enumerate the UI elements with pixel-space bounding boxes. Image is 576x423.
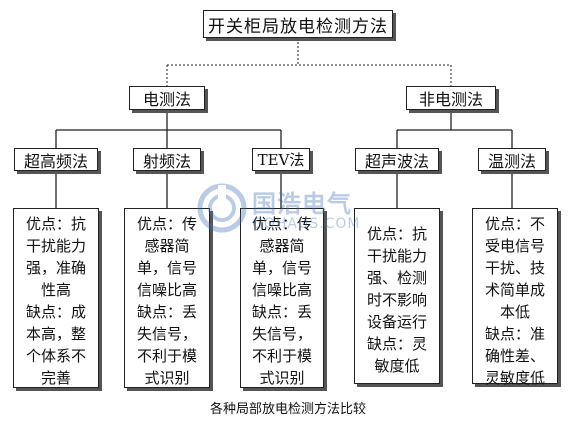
method-ultrasonic: 超声波法 xyxy=(355,148,439,171)
desc-line: 受电信号 xyxy=(484,237,545,255)
desc-line: 干扰能力 xyxy=(366,247,427,265)
desc-line: 性高 xyxy=(40,281,71,299)
method-thermal: 温测法 xyxy=(478,148,546,171)
solid-connectors xyxy=(55,110,513,208)
desc-line: 缺点：丢 xyxy=(136,303,197,321)
desc-tev: 优点：传 感器简 单，信号 信噪比高 缺点：丢 失信号， 不利于模 式识别 xyxy=(240,208,324,388)
desc-line: 灵敏度低 xyxy=(484,369,545,387)
desc-line: 感器简 xyxy=(259,237,305,255)
method-tev: TEV法 xyxy=(252,148,310,171)
node-electrical-label: 电测法 xyxy=(142,90,191,109)
desc-line: 确性差、 xyxy=(484,347,545,365)
method-tev-label: TEV法 xyxy=(257,151,305,169)
desc-line: 设备运行 xyxy=(366,313,427,331)
desc-line: 信噪比高 xyxy=(136,281,197,299)
desc-line: 术简单成 xyxy=(484,281,545,299)
desc-line: 时不影响 xyxy=(366,291,427,309)
desc-line: 缺点：丢 xyxy=(251,303,312,321)
node-electrical: 电测法 xyxy=(129,86,205,110)
method-thermal-label: 温测法 xyxy=(487,151,536,171)
desc-line: 感器简 xyxy=(144,237,190,255)
desc-line: 强、检测 xyxy=(366,269,427,287)
desc-line: 单，信号 xyxy=(251,259,312,277)
desc-uhf: 优点：抗 干扰能力 强，准确 性高 缺点：成 本高，整 个体系不 完善 xyxy=(13,208,99,388)
desc-line: 优点：不 xyxy=(484,215,545,233)
desc-rf: 优点：传 感器简 单，信号 信噪比高 缺点：丢 失信号， 不利于模 式识别 xyxy=(124,208,210,388)
desc-line: 信噪比高 xyxy=(251,281,312,299)
desc-line: 不利于模 xyxy=(251,347,312,365)
desc-line: 优点：传 xyxy=(136,215,197,233)
method-rf: 射频法 xyxy=(133,148,201,171)
desc-line: 干扰、技 xyxy=(484,259,545,277)
desc-line: 优点：抗 xyxy=(25,215,86,233)
desc-line: 不利于模 xyxy=(136,347,197,365)
method-rf-label: 射频法 xyxy=(142,151,191,171)
desc-line: 失信号， xyxy=(136,325,197,343)
desc-line: 式识别 xyxy=(259,369,305,387)
diagram-title-text: 开关柜局放电检测方法 xyxy=(208,16,388,37)
dotted-connectors xyxy=(166,38,452,86)
desc-ultrasonic: 优点：抗 干扰能力 强、检测 时不影响 设备运行 缺点：灵 敏度低 xyxy=(354,208,440,384)
desc-line: 本低 xyxy=(499,303,530,321)
diagram-title: 开关柜局放电检测方法 xyxy=(203,10,393,38)
desc-line: 完善 xyxy=(40,369,71,387)
desc-line: 缺点：准 xyxy=(484,325,545,343)
method-uhf-label: 超高频法 xyxy=(23,151,88,171)
desc-line: 本高，整 xyxy=(25,325,86,343)
desc-line: 个体系不 xyxy=(25,347,86,365)
method-ultrasonic-label: 超声波法 xyxy=(364,151,429,171)
node-non-electrical: 非电测法 xyxy=(406,86,496,110)
desc-line: 敏度低 xyxy=(374,357,420,375)
desc-thermal: 优点：不 受电信号 干扰、技 术简单成 本低 缺点：准 确性差、 灵敏度低 xyxy=(472,208,558,387)
desc-line: 优点：抗 xyxy=(366,225,427,243)
desc-line: 干扰能力 xyxy=(25,237,86,255)
desc-line: 单，信号 xyxy=(136,259,197,277)
desc-line: 缺点：成 xyxy=(25,303,86,321)
node-non-electrical-label: 非电测法 xyxy=(418,90,483,109)
desc-line: 强，准确 xyxy=(25,259,86,277)
figure-caption: 各种局部放电检测方法比较 xyxy=(209,402,366,417)
method-uhf: 超高频法 xyxy=(14,148,98,171)
desc-line: 缺点：灵 xyxy=(366,335,427,353)
desc-line: 失信号， xyxy=(251,325,312,343)
desc-line: 式识别 xyxy=(144,369,190,387)
desc-line: 优点：传 xyxy=(251,215,312,233)
